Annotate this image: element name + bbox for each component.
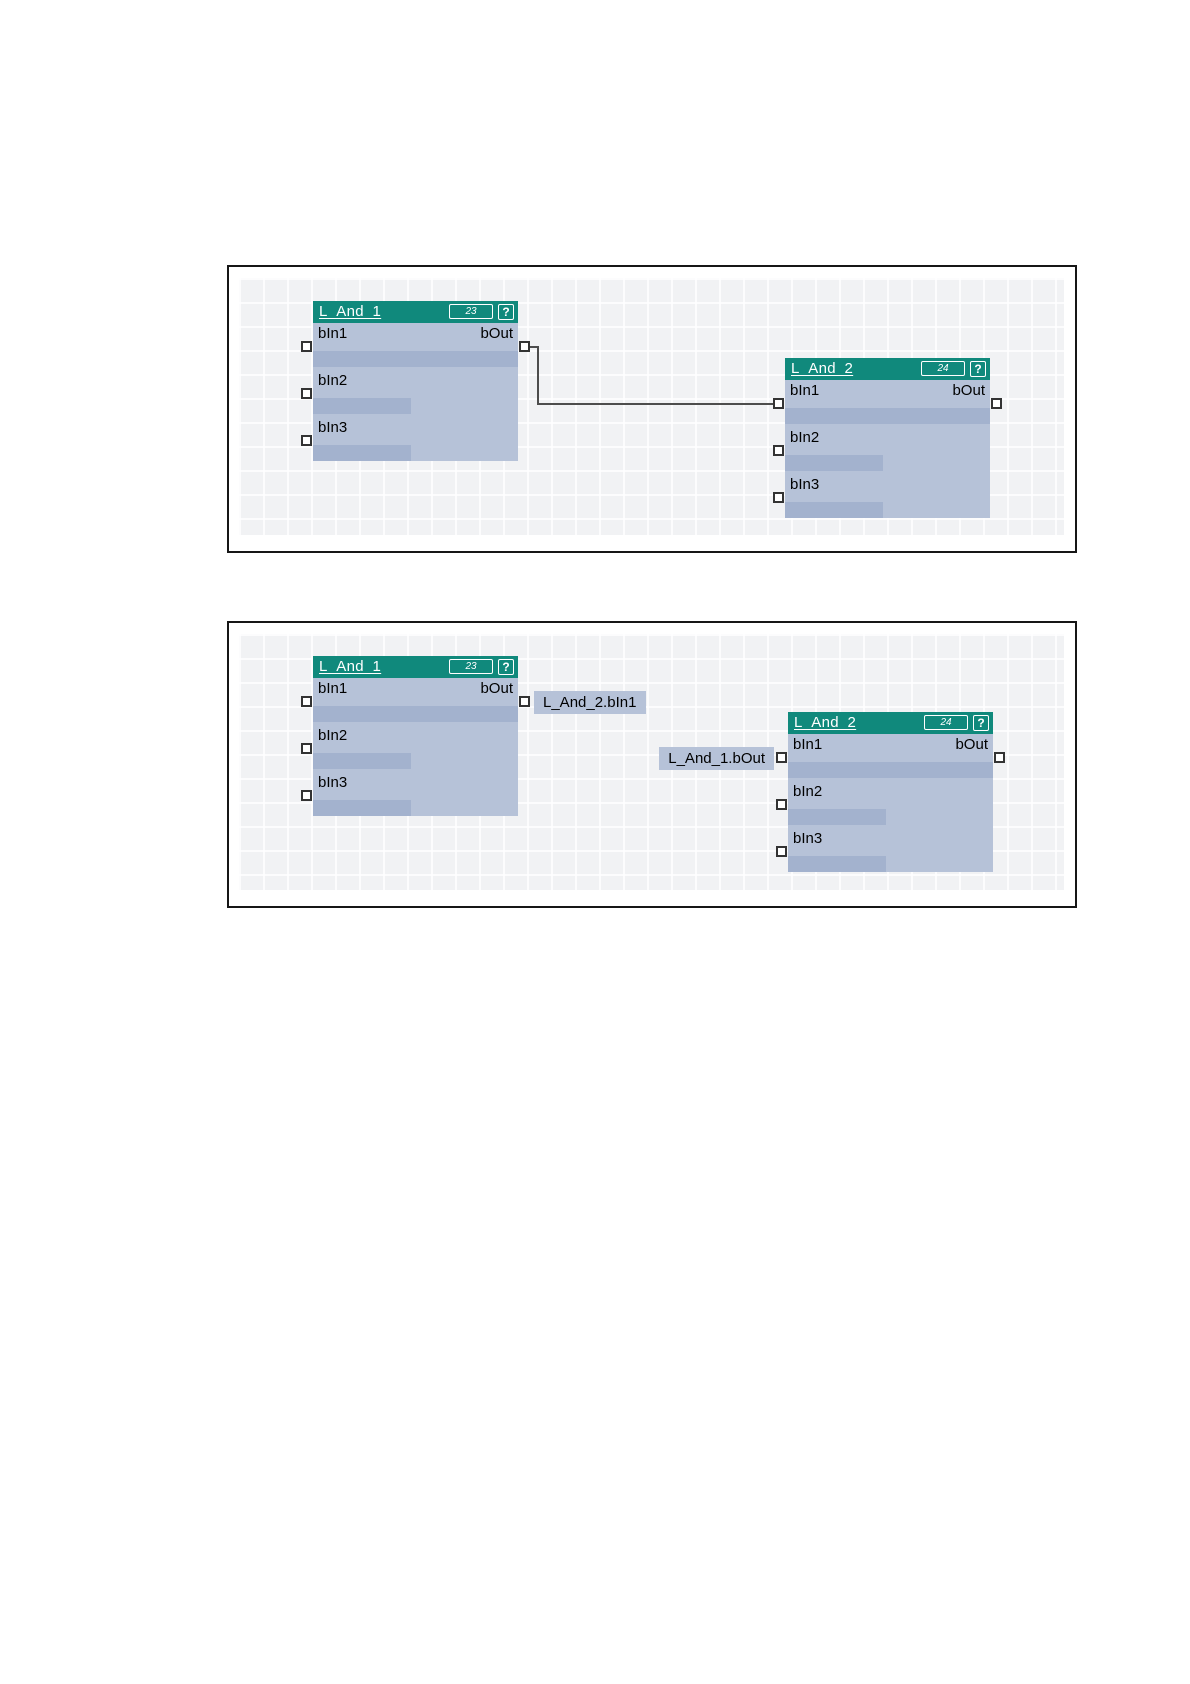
port-label-bin2: bIn2 (318, 372, 348, 389)
block-title: L_And_1 (319, 658, 382, 675)
input-connector-bin3[interactable] (773, 492, 784, 503)
help-icon[interactable]: ? (498, 304, 514, 320)
port-label-bout: bOut (480, 680, 513, 697)
connection-label-target[interactable]: L_And_2.bIn1 (534, 691, 646, 714)
help-icon[interactable]: ? (970, 361, 986, 377)
input-connector-bin2[interactable] (773, 445, 784, 456)
block-title: L_And_2 (794, 714, 857, 731)
connection-wire[interactable] (229, 267, 1075, 551)
port-label-bin2: bIn2 (318, 727, 348, 744)
block-title: L_And_1 (319, 303, 382, 320)
output-connector-bout[interactable] (994, 752, 1005, 763)
port-label-bout: bOut (952, 382, 985, 399)
function-block-l-and-1[interactable]: L_And_1 23 ? bIn1 bOut bIn2 bIn3 (301, 301, 530, 461)
block-number-badge: 24 (924, 715, 968, 730)
output-connector-bout[interactable] (519, 341, 530, 352)
block-header: L_And_1 23 ? (313, 301, 518, 323)
port-label-bin3: bIn3 (318, 419, 348, 436)
port-label-bin1: bIn1 (793, 736, 823, 753)
function-block-l-and-2[interactable]: L_And_2 24 ? bIn1 bOut bIn2 bIn3 (776, 712, 1005, 872)
input-connector-bin1[interactable] (301, 696, 312, 707)
input-connector-bin2[interactable] (301, 743, 312, 754)
input-connector-bin2[interactable] (301, 388, 312, 399)
diagram-panel-wired: L_And_1 23 ? bIn1 bOut bIn2 bIn3 L_And_2… (227, 265, 1077, 553)
port-label-bout: bOut (955, 736, 988, 753)
value-band-bin3 (785, 502, 883, 518)
input-connector-bin1[interactable] (301, 341, 312, 352)
value-band-bin2 (785, 455, 883, 471)
port-label-bout: bOut (480, 325, 513, 342)
diagram-panel-labeled: L_And_1 23 ? bIn1 bOut bIn2 bIn3 L_And_2… (227, 621, 1077, 908)
input-connector-bin3[interactable] (301, 790, 312, 801)
block-number-badge: 24 (921, 361, 965, 376)
function-block-l-and-1[interactable]: L_And_1 23 ? bIn1 bOut bIn2 bIn3 (301, 656, 530, 816)
input-connector-bin3[interactable] (301, 435, 312, 446)
block-number-badge: 23 (449, 659, 493, 674)
port-label-bin3: bIn3 (318, 774, 348, 791)
value-band-bin1 (785, 408, 990, 424)
help-icon[interactable]: ? (498, 659, 514, 675)
value-band-bin3 (313, 445, 411, 461)
block-header: L_And_1 23 ? (313, 656, 518, 678)
output-connector-bout[interactable] (991, 398, 1002, 409)
port-label-bin1: bIn1 (790, 382, 820, 399)
port-label-bin1: bIn1 (318, 680, 348, 697)
block-title: L_And_2 (791, 360, 854, 377)
port-label-bin3: bIn3 (790, 476, 820, 493)
port-label-bin2: bIn2 (790, 429, 820, 446)
value-band-bin1 (313, 351, 518, 367)
value-band-bin2 (313, 753, 411, 769)
value-band-bin1 (788, 762, 993, 778)
value-band-bin3 (313, 800, 411, 816)
value-band-bin2 (788, 809, 886, 825)
port-label-bin1: bIn1 (318, 325, 348, 342)
value-band-bin1 (313, 706, 518, 722)
block-number-badge: 23 (449, 304, 493, 319)
help-icon[interactable]: ? (973, 715, 989, 731)
input-connector-bin2[interactable] (776, 799, 787, 810)
block-header: L_And_2 24 ? (788, 712, 993, 734)
output-connector-bout[interactable] (519, 696, 530, 707)
input-connector-bin1[interactable] (773, 398, 784, 409)
connection-label-source[interactable]: L_And_1.bOut (659, 747, 774, 770)
value-band-bin2 (313, 398, 411, 414)
block-header: L_And_2 24 ? (785, 358, 990, 380)
port-label-bin3: bIn3 (793, 830, 823, 847)
input-connector-bin3[interactable] (776, 846, 787, 857)
function-block-l-and-2[interactable]: L_And_2 24 ? bIn1 bOut bIn2 bIn3 (773, 358, 1002, 518)
input-connector-bin1[interactable] (776, 752, 787, 763)
value-band-bin3 (788, 856, 886, 872)
port-label-bin2: bIn2 (793, 783, 823, 800)
